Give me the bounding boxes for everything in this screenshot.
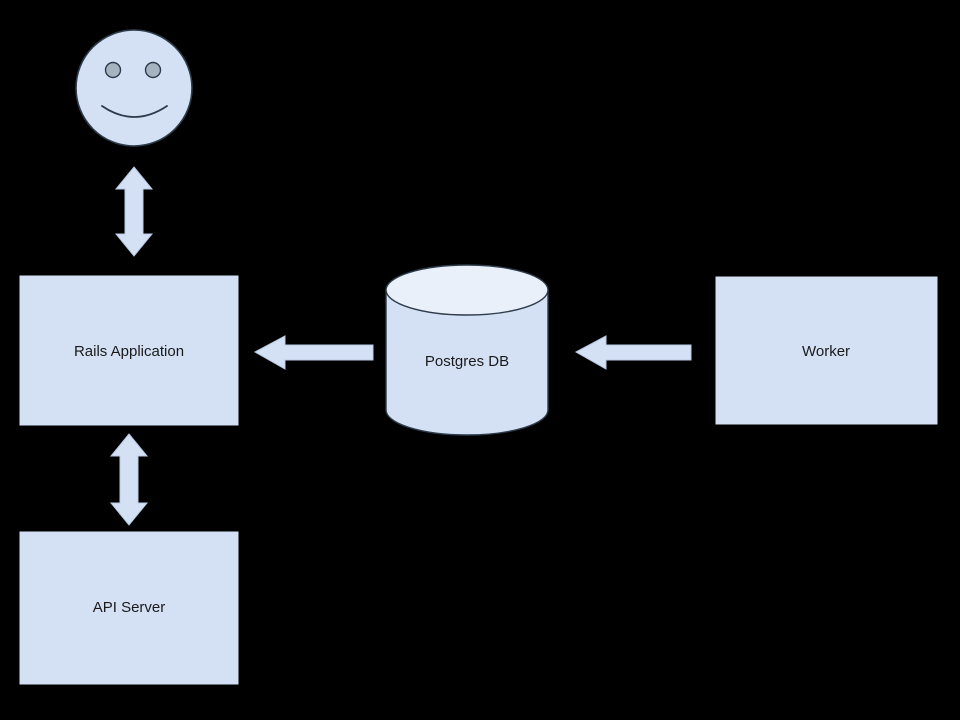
rails-application-box	[19, 275, 239, 426]
postgres-db-label: Postgres DB	[425, 353, 509, 370]
node-postgres-db[interactable]: Postgres DB	[385, 264, 549, 436]
edge-worker-to-postgres-db[interactable]	[574, 335, 692, 370]
worker-label: Worker	[802, 343, 850, 360]
node-actor-smiley[interactable]	[75, 29, 193, 147]
postgres-db-cylinder-top	[385, 264, 549, 316]
edge-actor-to-rails-application[interactable]	[114, 166, 154, 257]
smiley-face-icon	[75, 29, 193, 147]
smiley-right-eye-icon	[144, 61, 162, 79]
double-arrow-vertical-icon	[114, 166, 154, 257]
worker-box	[715, 276, 938, 425]
rails-application-label: Rails Application	[74, 343, 184, 360]
node-worker[interactable]: Worker	[715, 276, 938, 425]
api-server-box	[19, 531, 239, 685]
edge-postgres-db-to-rails-application[interactable]	[253, 335, 374, 370]
node-rails-application[interactable]: Rails Application	[19, 275, 239, 426]
smiley-left-eye-icon	[104, 61, 122, 79]
node-api-server[interactable]: API Server	[19, 531, 239, 685]
edge-rails-application-to-api-server[interactable]	[109, 433, 149, 526]
api-server-label: API Server	[93, 599, 166, 616]
arrow-left-icon	[253, 335, 374, 370]
arrow-left-icon	[574, 335, 692, 370]
double-arrow-vertical-icon	[109, 433, 149, 526]
postgres-db-cylinder-body	[385, 289, 549, 436]
smiley-mouth-icon	[101, 105, 168, 118]
